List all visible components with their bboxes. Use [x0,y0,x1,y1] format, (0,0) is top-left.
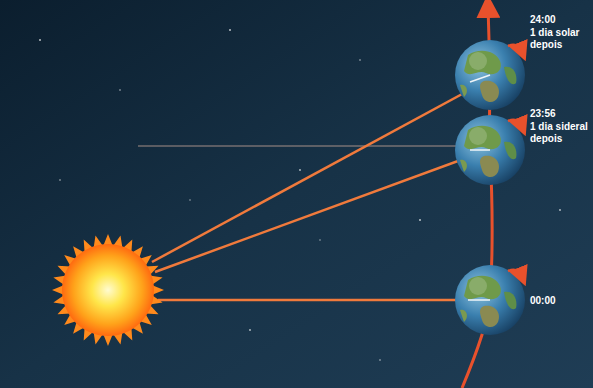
time-label: 23:56 [530,108,588,120]
stars [39,29,561,361]
sun [52,234,164,346]
sun-lines [152,80,490,300]
earth [455,115,525,185]
time-label: 00:00 [530,295,588,307]
time-label: 1 dia solar depois [530,27,588,51]
earth [455,265,525,335]
earth [455,40,525,110]
earth-radius [468,75,490,300]
time-label: 24:00 [530,14,588,26]
rotation-arrow [508,45,522,277]
time-label: 1 dia sideral depois [530,121,590,145]
reference-line [138,145,470,146]
